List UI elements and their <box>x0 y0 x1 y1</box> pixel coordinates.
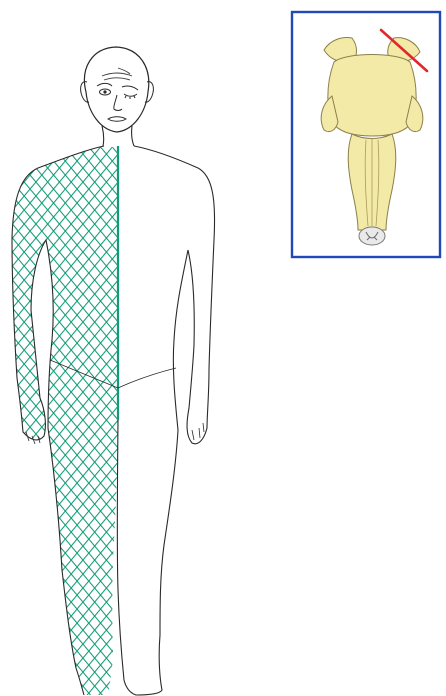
brainstem-inset <box>292 12 440 257</box>
spinal-cord-section <box>359 227 385 245</box>
right-hip-line <box>118 368 176 388</box>
head-outline <box>84 47 148 132</box>
right-body-outline <box>117 146 214 695</box>
open-eye-pupil <box>103 90 106 93</box>
hemibody-hatching <box>0 140 130 696</box>
right-fingers-detail <box>192 423 204 440</box>
body-figure <box>0 47 215 696</box>
head <box>81 47 154 132</box>
pons <box>328 55 416 137</box>
